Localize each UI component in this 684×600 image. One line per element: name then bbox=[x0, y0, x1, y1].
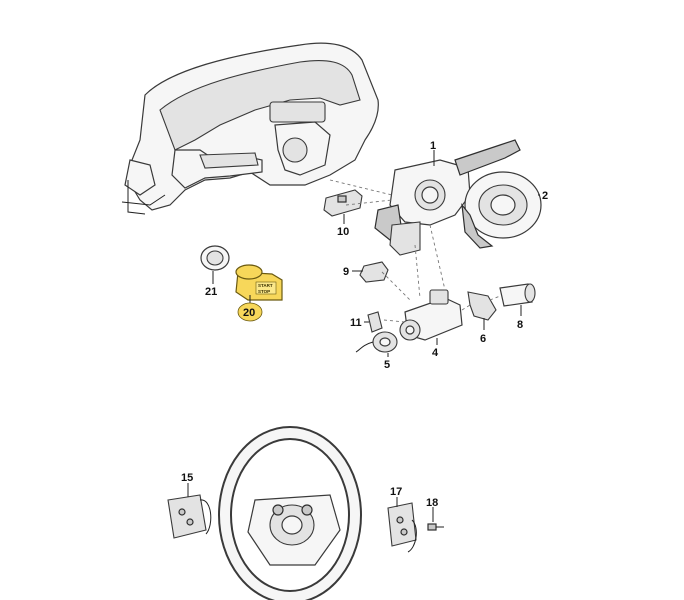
callout-9: 9 bbox=[343, 266, 349, 278]
stop-label: STOP bbox=[258, 289, 270, 294]
callout-leaders bbox=[187, 150, 540, 522]
callout-6: 6 bbox=[480, 333, 486, 345]
callout-5: 5 bbox=[384, 359, 390, 371]
part-21-ring bbox=[200, 245, 230, 271]
assembly-lines bbox=[329, 179, 501, 323]
start-label: START bbox=[258, 283, 273, 288]
part-17-switch-module bbox=[387, 502, 417, 553]
steering-wheel bbox=[218, 426, 362, 600]
callout-1: 1 bbox=[430, 140, 436, 152]
part-8-cylinder bbox=[499, 283, 536, 307]
part-20-start-stop-button: START STOP bbox=[235, 264, 283, 301]
callout-21: 21 bbox=[205, 286, 217, 298]
part-10-control-unit bbox=[323, 189, 363, 217]
part-5-lock-cylinder bbox=[355, 331, 398, 353]
callout-10: 10 bbox=[337, 226, 349, 238]
callout-11: 11 bbox=[350, 317, 362, 329]
part-4-column-housing bbox=[399, 289, 463, 341]
callout-4: 4 bbox=[432, 347, 439, 359]
callout-8: 8 bbox=[517, 319, 523, 331]
part-11-clip bbox=[367, 311, 383, 333]
callout-2: 2 bbox=[542, 190, 548, 202]
part-steering-column-switch bbox=[374, 139, 521, 256]
callout-15: 15 bbox=[181, 472, 193, 484]
callout-numbers: 1 2 4 5 6 8 9 10 11 15 17 18 21 bbox=[181, 140, 548, 509]
part-18-screw bbox=[427, 523, 444, 531]
callout-17: 17 bbox=[390, 486, 402, 498]
callout-20-highlight: 20 bbox=[237, 302, 263, 322]
dashboard-assembly bbox=[121, 42, 379, 215]
part-15-switch-module bbox=[167, 494, 212, 539]
part-9-sensor bbox=[359, 261, 389, 283]
callout-20: 20 bbox=[243, 307, 255, 319]
part-clock-spring bbox=[461, 171, 542, 249]
part-6-cover bbox=[467, 291, 497, 321]
callout-18: 18 bbox=[426, 497, 438, 509]
